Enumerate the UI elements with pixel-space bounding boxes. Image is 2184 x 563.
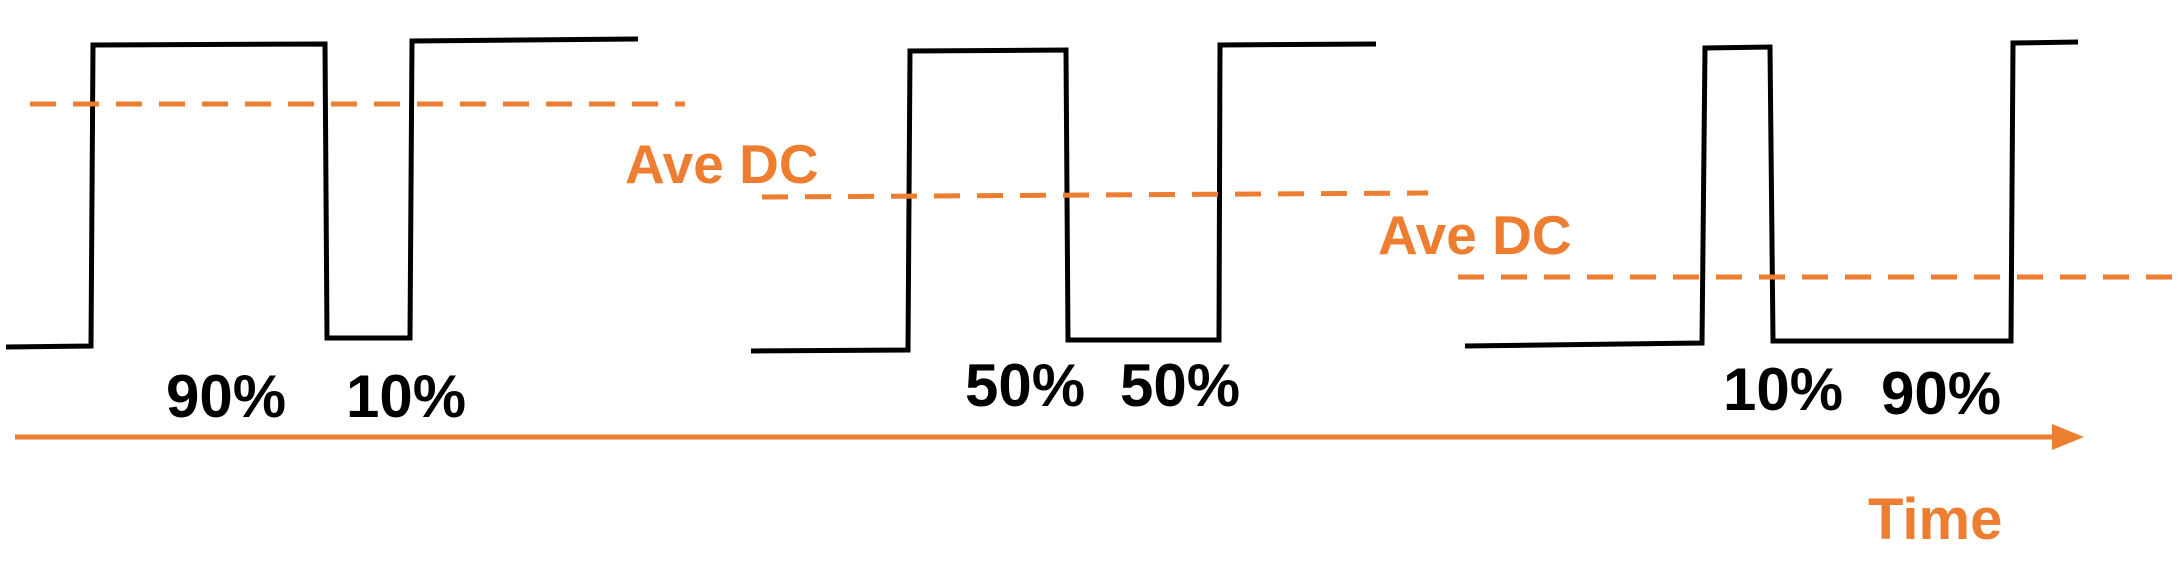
waveform-panel-90-10: 90% 10%: [5, 36, 685, 430]
time-axis: Time: [15, 424, 2084, 552]
duty-low-label-1: 10%: [346, 363, 466, 430]
duty-high-label-2: 50%: [965, 352, 1085, 419]
ave-dc-label-2: Ave DC: [1378, 204, 1572, 266]
duty-high-label-3: 10%: [1723, 356, 1843, 423]
duty-low-label-3: 90%: [1881, 360, 2001, 427]
square-wave-3: [1464, 39, 2079, 349]
waveform-panel-50-50: 50% 50%: [750, 41, 1429, 419]
waveform-panel-10-90: 10% 90%: [1458, 39, 2178, 427]
ave-dc-label-1: Ave DC: [625, 133, 819, 195]
duty-low-label-2: 50%: [1120, 352, 1240, 419]
average-dc-line-2: [761, 190, 1429, 200]
duty-high-label-1: 90%: [166, 363, 286, 430]
square-wave-1: [5, 36, 639, 350]
time-axis-arrowhead: [2052, 424, 2084, 450]
time-axis-label: Time: [1868, 487, 2002, 552]
